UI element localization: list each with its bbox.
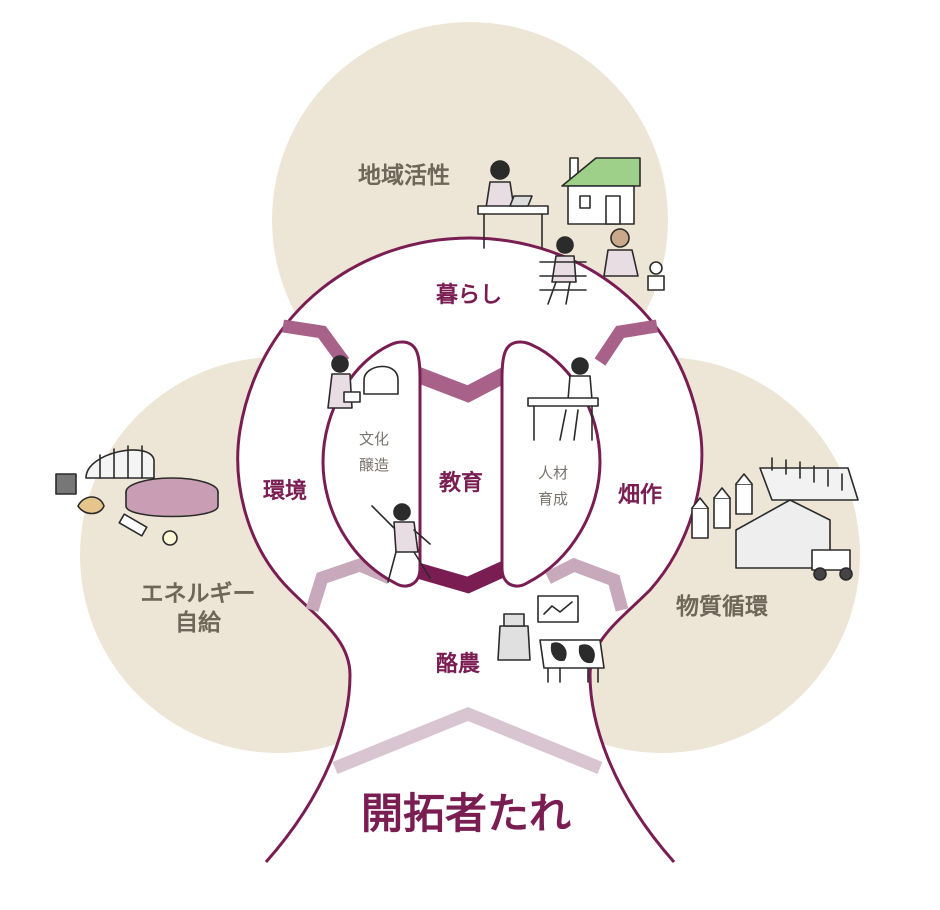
energy-illustration xyxy=(55,445,219,546)
connector-top-center xyxy=(413,364,514,403)
connector-top-right xyxy=(594,319,659,366)
label-human-resources: 人材 xyxy=(538,464,568,482)
connector-top-left xyxy=(282,319,350,366)
house-illustration xyxy=(561,157,641,225)
connector-base xyxy=(332,706,603,775)
label-education: 教育 xyxy=(439,470,483,496)
label-development: 育成 xyxy=(538,490,568,508)
label-field-farming: 畑作 xyxy=(618,483,662,508)
person-desk-illustration xyxy=(527,357,599,441)
label-energy-line2: 自給 xyxy=(175,609,222,636)
grandmother-child-illustration xyxy=(603,228,665,291)
connector-bottom-center xyxy=(413,558,514,594)
label-environment: 環境 xyxy=(263,478,307,504)
title-be-a-pioneer: 開拓者たれ xyxy=(361,789,571,838)
label-material-cycle: 物質循環 xyxy=(676,593,769,620)
label-energy-line1: エネルギー xyxy=(141,581,256,607)
dairy-illustration xyxy=(497,595,605,683)
running-person-illustration xyxy=(371,503,431,583)
label-brewing: 醸造 xyxy=(359,456,389,474)
farm-illustration xyxy=(691,457,859,581)
connector-bottom-right xyxy=(545,557,629,612)
person-laptop-illustration xyxy=(477,160,549,249)
label-living: 暮らし xyxy=(435,283,502,308)
sitting-person-illustration xyxy=(539,236,587,305)
person-tablet-illustration xyxy=(327,355,399,409)
label-dairy: 酪農 xyxy=(436,651,480,677)
label-community-revitalization: 地域活性 xyxy=(358,162,450,189)
label-culture: 文化 xyxy=(359,430,389,448)
